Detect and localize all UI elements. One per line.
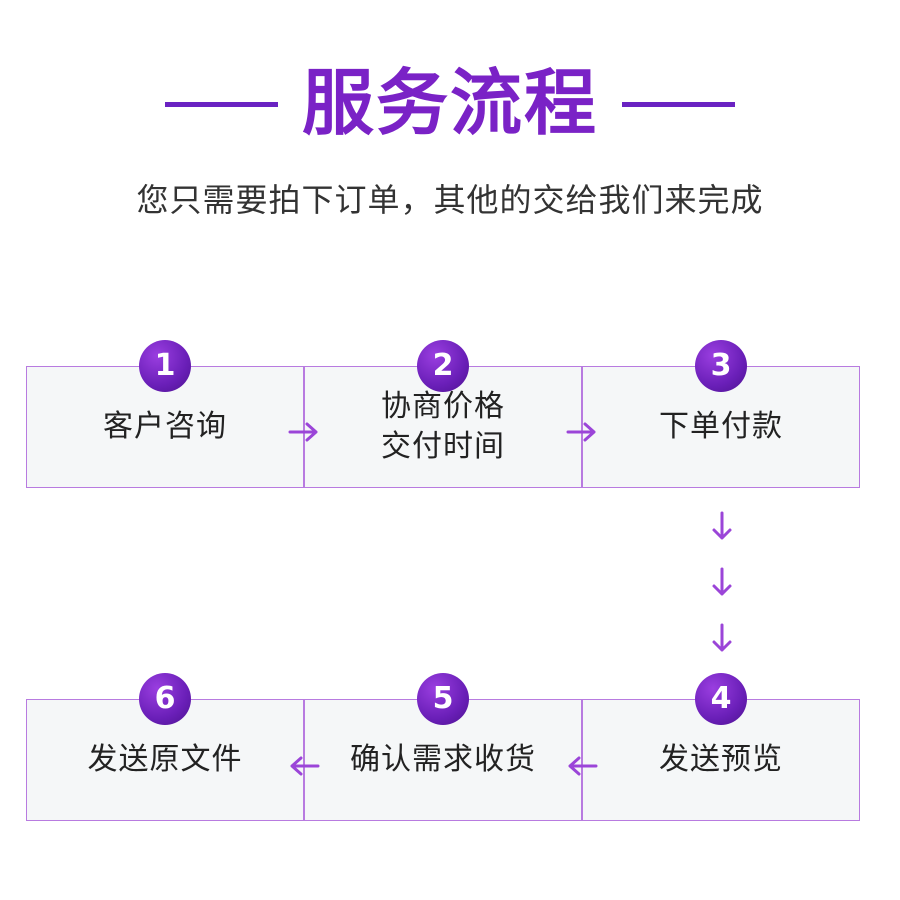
step-number-badge-6: 6	[139, 673, 191, 725]
title-decoration-line-right	[622, 102, 735, 107]
step-label-2: 协商价格 交付时间	[381, 389, 505, 464]
arrow-down-icon	[710, 510, 734, 542]
arrow-down-icon	[710, 622, 734, 654]
process-row-top: 客户咨询 协商价格 交付时间 下单付款	[26, 366, 862, 490]
step-number-badge-5: 5	[417, 673, 469, 725]
step-label-3: 下单付款	[659, 409, 783, 444]
step-label-5: 确认需求收货	[350, 742, 536, 777]
step-label-4: 发送预览	[659, 742, 783, 777]
page-title: 服务流程	[301, 61, 598, 145]
title-decoration-line-left	[165, 102, 278, 107]
step-number-badge-1: 1	[139, 340, 191, 392]
arrow-down-icon	[710, 566, 734, 598]
step-number-badge-2: 2	[417, 340, 469, 392]
step-number-badge-4: 4	[695, 673, 747, 725]
arrow-left-icon	[566, 754, 598, 778]
arrow-left-icon	[288, 754, 320, 778]
step-label-6: 发送原文件	[87, 742, 243, 777]
title-row: 服务流程	[0, 58, 900, 148]
arrow-right-icon	[566, 420, 598, 444]
step-label-1: 客户咨询	[103, 409, 227, 444]
arrow-right-icon	[288, 420, 320, 444]
page-subtitle: 您只需要拍下订单，其他的交给我们来完成	[136, 181, 764, 219]
step-number-badge-3: 3	[695, 340, 747, 392]
